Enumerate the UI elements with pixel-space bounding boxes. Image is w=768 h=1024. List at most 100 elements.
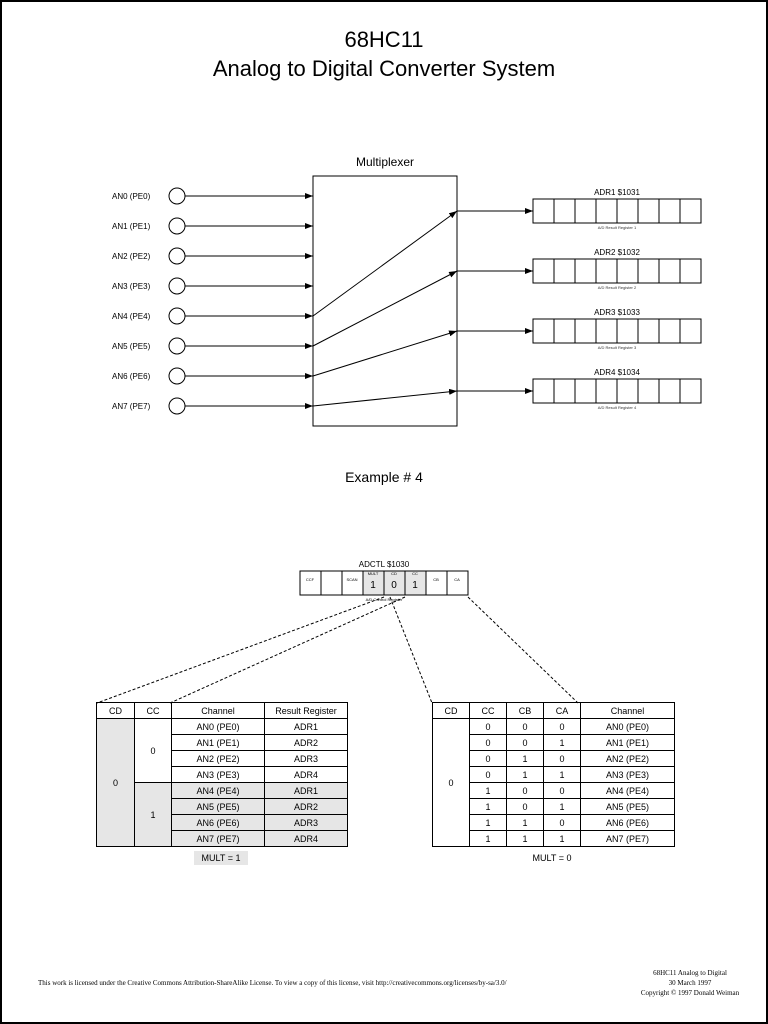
- ca-cell: 0: [543, 750, 581, 767]
- channel-cell: AN1 (PE1): [580, 734, 675, 751]
- ca-cell: 1: [543, 734, 581, 751]
- table-row: 0 0 AN0 (PE0) ADR1: [96, 718, 348, 847]
- cc-cell: 1: [469, 830, 507, 847]
- channel-cell: AN5 (PE5): [171, 798, 265, 815]
- adctl-sub-label: A/D Control Register: [365, 597, 403, 602]
- channel-cell: AN1 (PE1): [171, 734, 265, 751]
- page-title-line2: Analog to Digital Converter System: [212, 56, 556, 81]
- adctl-bit-cc: CC: [412, 571, 418, 576]
- cb-cell: 1: [506, 830, 544, 847]
- input-pin-an2: [168, 247, 186, 265]
- cc-cell: 0: [469, 734, 507, 751]
- mux-routing: [312, 210, 458, 407]
- cb-cell: 0: [506, 782, 544, 799]
- adctl-label: ADCTL $1030: [358, 560, 410, 569]
- table-row: 0 0 1 AN1 (PE1): [433, 734, 675, 751]
- multiplexer-label: Multiplexer: [355, 155, 415, 169]
- input-pin-an7: [168, 397, 186, 415]
- table-row: 1 0 0 AN4 (PE4): [433, 782, 675, 799]
- input-label-an3: AN3 (PE3): [112, 282, 151, 291]
- input-label-an2: AN2 (PE2): [112, 252, 151, 261]
- channel-cell: AN3 (PE3): [580, 766, 675, 783]
- cb-cell: 0: [506, 734, 544, 751]
- adctl-bit-ca: CA: [454, 577, 460, 582]
- table-mult0: CD CC CB CA Channel 0 0 0 0 AN0 (PE0) 0 …: [432, 702, 675, 847]
- input-pins: [168, 187, 313, 415]
- cb-cell: 1: [506, 814, 544, 831]
- cc-cell: 0: [469, 750, 507, 767]
- header-cb: CB: [506, 702, 544, 719]
- adctl-bit-scan: SCAN: [346, 577, 358, 582]
- register-adr3: [532, 318, 702, 344]
- table-row: 1 0 1 AN5 (PE5): [433, 798, 675, 815]
- cb-cell: 1: [506, 766, 544, 783]
- cc-group-value: 0: [134, 718, 172, 783]
- header-cd: CD: [432, 702, 470, 719]
- adctl-bit-mult: MULT: [367, 571, 379, 576]
- cc-group-value: 1: [134, 782, 172, 847]
- register-adr1: [532, 198, 702, 224]
- register-sub-adr4: A/D Result Register 4: [597, 405, 637, 410]
- dashed-leaders: [96, 596, 579, 704]
- channel-cell: AN2 (PE2): [580, 750, 675, 767]
- adctl-register: [299, 570, 469, 596]
- cb-cell: 1: [506, 750, 544, 767]
- ca-cell: 1: [543, 830, 581, 847]
- register-cell: ADR4: [264, 830, 348, 847]
- input-label-an1: AN1 (PE1): [112, 222, 151, 231]
- header-channel: Channel: [580, 702, 675, 719]
- caption-mult0: MULT = 0: [532, 853, 572, 863]
- register-cell: ADR4: [264, 766, 348, 783]
- table-row: 0 0 0 0 AN0 (PE0): [432, 718, 675, 847]
- table-row: AN3 (PE3) ADR4: [97, 766, 348, 783]
- multiplexer-box: [312, 175, 458, 427]
- route-an4-adr1: [312, 210, 458, 317]
- cc-cell: 1: [469, 814, 507, 831]
- channel-cell: AN4 (PE4): [580, 782, 675, 799]
- register-adr4: [532, 378, 702, 404]
- register-adr2: [532, 258, 702, 284]
- ca-cell: 0: [543, 782, 581, 799]
- route-an5-adr2: [312, 270, 458, 347]
- ca-cell: 1: [543, 798, 581, 815]
- table-row: AN7 (PE7) ADR4: [97, 830, 348, 847]
- channel-cell: AN0 (PE0): [171, 718, 265, 735]
- footer-title: 68HC11 Analog to Digital: [653, 969, 727, 977]
- adctl-bit-cd-value: 0: [391, 580, 397, 591]
- header-cc: CC: [469, 702, 507, 719]
- table-row: AN5 (PE5) ADR2: [97, 798, 348, 815]
- table-row: 1 AN4 (PE4) ADR1: [97, 782, 348, 847]
- input-pin-an3: [168, 277, 186, 295]
- cd-value: 0: [432, 718, 470, 847]
- channel-cell: AN7 (PE7): [580, 830, 675, 847]
- channel-cell: AN3 (PE3): [171, 766, 265, 783]
- header-channel: Channel: [171, 702, 265, 719]
- ca-cell: 0: [543, 718, 581, 735]
- register-label-adr1: ADR1 $1031: [594, 188, 640, 197]
- page-title-line1: 68HC11: [344, 27, 424, 52]
- output-wires: [457, 208, 533, 394]
- register-label-adr2: ADR2 $1032: [594, 248, 640, 257]
- route-an7-adr4: [312, 388, 458, 407]
- ca-cell: 0: [543, 814, 581, 831]
- footer-date: 30 March 1997: [668, 979, 712, 987]
- input-label-an5: AN5 (PE5): [112, 342, 151, 351]
- register-cell: ADR3: [264, 750, 348, 767]
- table-mult1: CD CC Channel Result Register 0 0 AN0 (P…: [96, 702, 348, 847]
- ca-cell: 1: [543, 766, 581, 783]
- register-sub-adr1: A/D Result Register 1: [597, 225, 637, 230]
- cc-cell: 0: [469, 718, 507, 735]
- input-pin-an1: [168, 217, 186, 235]
- adctl-bit-cb: CB: [433, 577, 439, 582]
- input-label-an7: AN7 (PE7): [112, 402, 151, 411]
- table-row: 1 1 1 AN7 (PE7): [433, 830, 675, 847]
- route-an6-adr3: [312, 330, 458, 377]
- register-label-adr4: ADR4 $1034: [594, 368, 640, 377]
- table-row: 0 1 0 AN2 (PE2): [433, 750, 675, 767]
- table-header-row: CD CC Channel Result Register: [96, 702, 348, 719]
- input-pin-an5: [168, 337, 186, 355]
- caption-mult1: MULT = 1: [194, 851, 248, 865]
- header-ca: CA: [543, 702, 581, 719]
